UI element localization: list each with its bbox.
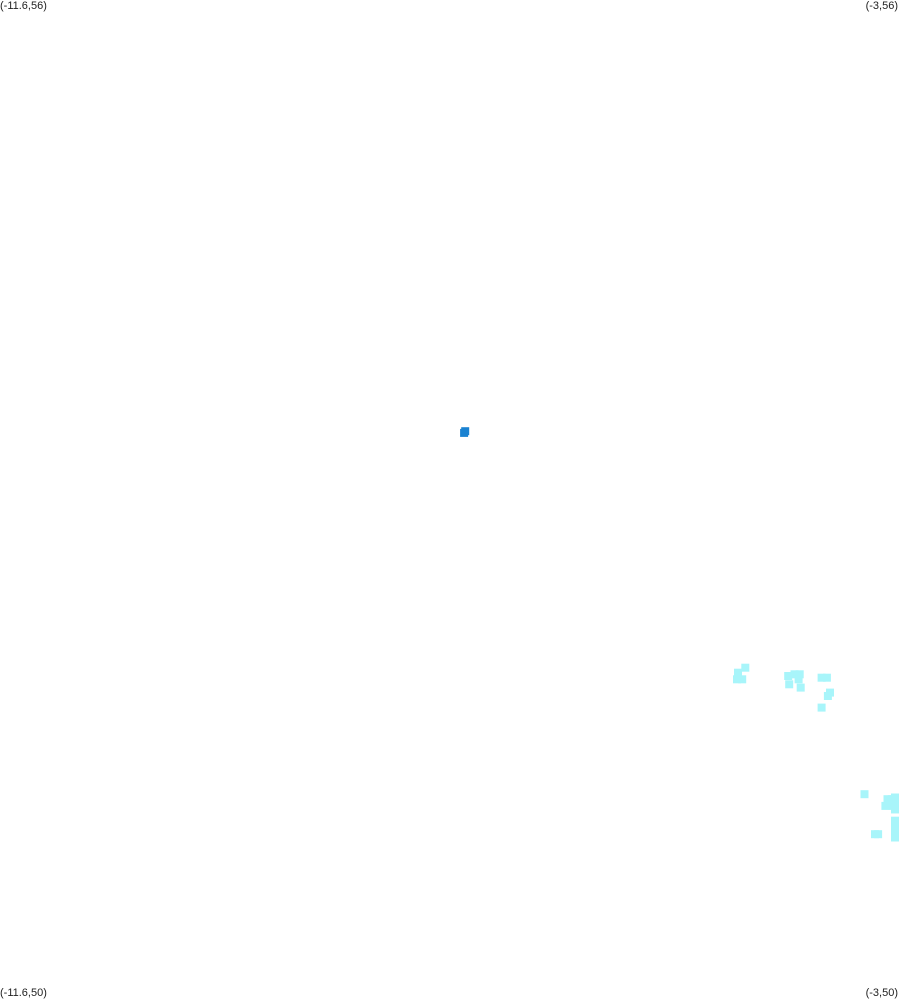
corner-label-bottom-left: (-11.6,50) (0, 987, 47, 999)
map-point[interactable] (891, 798, 899, 807)
map-point[interactable] (891, 805, 899, 814)
map-point[interactable] (823, 692, 832, 700)
map-point[interactable] (785, 680, 794, 689)
map-point[interactable] (795, 670, 804, 679)
map-point[interactable] (733, 675, 741, 684)
corner-label-top-left: (-11.6,56) (0, 0, 47, 12)
corner-label-bottom-right: (-3,50) (865, 987, 898, 999)
map-point[interactable] (881, 801, 890, 810)
map-point[interactable] (734, 668, 742, 677)
map-point-highlight[interactable] (460, 428, 469, 437)
map-point[interactable] (891, 793, 899, 802)
map-point[interactable] (891, 833, 899, 842)
map-point[interactable] (891, 821, 899, 830)
map-point[interactable] (784, 672, 793, 680)
points-layer (460, 427, 899, 842)
map-point[interactable] (822, 673, 831, 682)
map-point[interactable] (891, 816, 899, 825)
map-point[interactable] (741, 663, 750, 672)
map-point[interactable] (883, 795, 892, 804)
corner-label-top-right: (-3,56) (865, 0, 898, 12)
map-point[interactable] (817, 673, 826, 682)
map-point[interactable] (817, 703, 826, 712)
map-point[interactable] (790, 670, 799, 679)
map-point[interactable] (796, 683, 805, 692)
map-point[interactable] (794, 675, 803, 684)
map-point[interactable] (738, 675, 747, 684)
map-point[interactable] (871, 830, 879, 839)
map-point[interactable] (860, 790, 869, 799)
